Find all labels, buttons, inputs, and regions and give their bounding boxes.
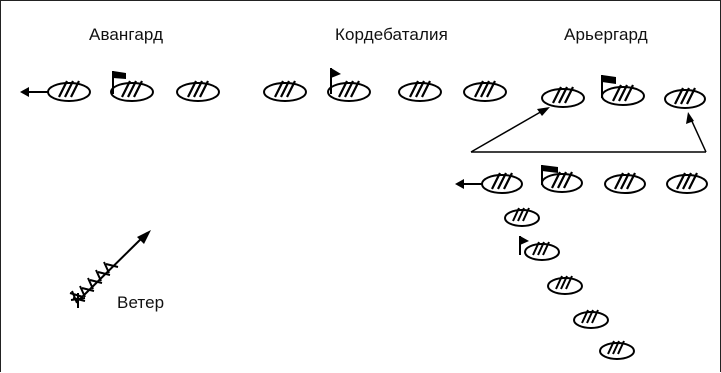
wind-arrow-icon: [69, 230, 151, 308]
label-wind: Ветер: [117, 293, 165, 312]
label-rearguard: Арьергард: [564, 25, 648, 44]
flag-icon: [330, 68, 341, 94]
flagship-column: [519, 236, 560, 261]
ship-center-1: [263, 80, 307, 102]
manoeuvre-arrow-right: [471, 112, 707, 153]
flag-icon: [112, 71, 126, 94]
flagship-vanguard: [110, 71, 154, 102]
label-vanguard: Авангард: [89, 25, 164, 44]
flagship-rearguard: [601, 75, 645, 106]
ship-column-4: [573, 309, 609, 329]
flag-icon: [541, 165, 558, 185]
ship-column-5: [599, 340, 635, 360]
flag-icon: [519, 236, 529, 255]
ship-center-4: [463, 80, 507, 102]
ship-rearguard-3: [664, 87, 706, 109]
flag-icon: [601, 75, 616, 98]
ship-line2-1: [481, 172, 523, 194]
course-arrow-vanguard: [20, 87, 48, 97]
ship-center-3: [398, 80, 442, 102]
label-center: Кордебаталия: [335, 25, 448, 44]
ship-vanguard-1: [47, 80, 91, 102]
ship-line2-4: [666, 172, 708, 194]
ship-column-1: [504, 207, 540, 227]
ship-rearguard-1: [541, 86, 585, 108]
manoeuvre-arrow-left: [470, 107, 550, 153]
flagship-line2: [541, 165, 583, 193]
course-arrow-second-line: [455, 179, 482, 189]
flagship-center: [327, 68, 371, 102]
ship-vanguard-3: [176, 80, 220, 102]
ship-line2-3: [604, 172, 646, 194]
ship-column-3: [547, 275, 583, 295]
